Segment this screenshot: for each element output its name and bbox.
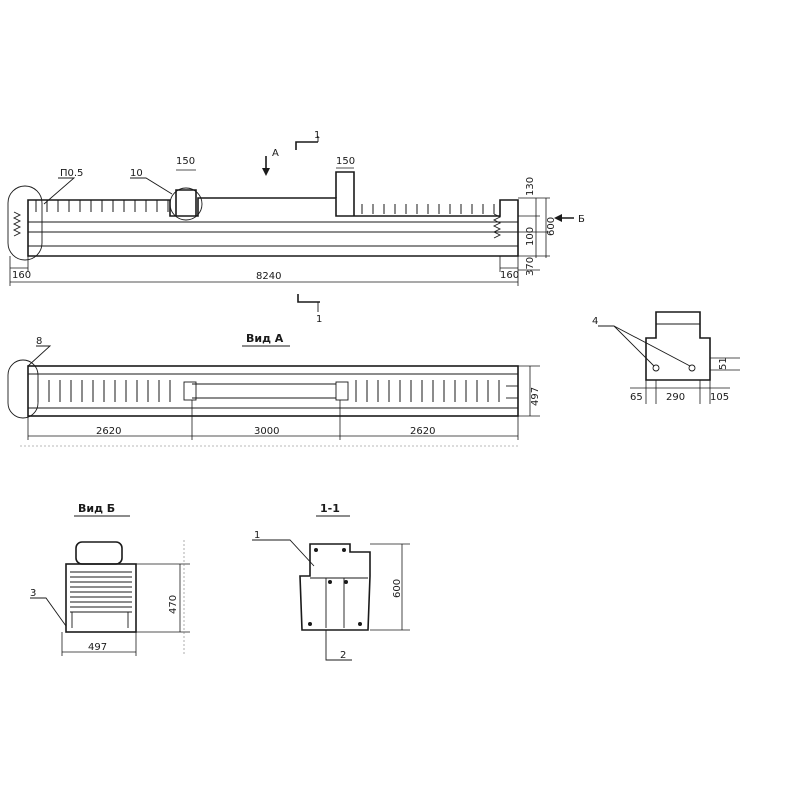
dim-label-51: 51 [718, 357, 729, 370]
leader-label-4: 4 [592, 316, 598, 327]
section-mark-top: 1 [314, 130, 320, 141]
view-a-plan: Вид А 8 2620 3000 2620 497 [7, 332, 541, 447]
dim-label-150-right: 150 [336, 156, 355, 167]
leader-label-10: 10 [130, 168, 143, 179]
dim-label-105: 105 [710, 392, 729, 403]
view-b-hatching [70, 571, 132, 613]
dim-label-2620-right: 2620 [410, 426, 435, 437]
dim-label-160-left: 160 [12, 270, 31, 281]
dim-label-497-end: 497 [88, 642, 107, 653]
dim-label-3000: 3000 [254, 426, 279, 437]
dim-label-470: 470 [168, 595, 179, 614]
dim-label-100: 100 [525, 227, 536, 246]
section-1-1-title: 1-1 [320, 502, 340, 515]
callout-ellipse-left [7, 185, 43, 261]
dim-label-160-right: 160 [500, 270, 519, 281]
dim-label-total-length: 8240 [256, 271, 281, 282]
leader-label-8: 8 [36, 336, 42, 347]
dim-label-290: 290 [666, 392, 685, 403]
view-a-title: Вид А [246, 332, 284, 345]
detail-plate: 4 51 65 290 105 [592, 311, 740, 404]
dim-label-130: 130 [525, 177, 536, 196]
dim-label-2620-left: 2620 [96, 426, 121, 437]
dim-label-600: 600 [546, 217, 557, 236]
section-mark-bottom: 1 [316, 314, 322, 325]
leader-label-1: 1 [254, 530, 260, 541]
dim-label-370: 370 [525, 257, 536, 276]
stirrups-right [361, 204, 495, 214]
dim-label-497-plan: 497 [530, 387, 541, 406]
leader-label-3: 3 [30, 588, 36, 599]
plan-ticks-left [37, 380, 171, 402]
leader-label-2: 2 [340, 650, 346, 661]
view-b-end: Вид Б 3 470 497 [30, 502, 190, 656]
stirrups-left [35, 200, 169, 212]
dim-label-600-section: 600 [392, 579, 403, 598]
view-arrow-a-label: А [272, 148, 279, 159]
callout-ellipse-8 [7, 359, 39, 419]
view-arrow-b-label: Б [578, 214, 585, 225]
dim-label-150-left: 150 [176, 156, 195, 167]
callout-circle-10 [169, 187, 203, 221]
leader-label-p05: П0.5 [60, 168, 83, 179]
dim-label-65: 65 [630, 392, 643, 403]
section-1-1: 1-1 1 2 600 [252, 502, 410, 661]
plan-ticks-right [355, 380, 500, 402]
beam-elevation: П0.5 10 150 150 А 1 1 Б 130 600 100 370 … [7, 130, 585, 325]
view-b-title: Вид Б [78, 502, 115, 515]
